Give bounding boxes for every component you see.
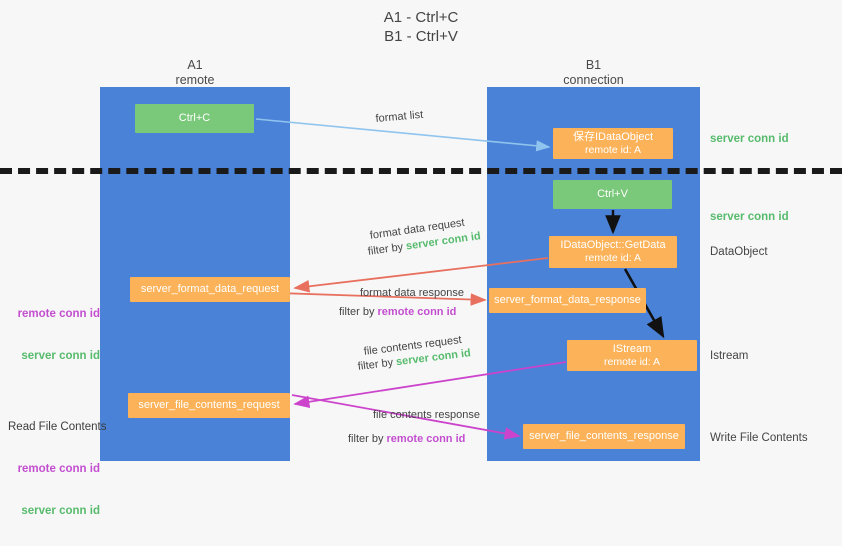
box-istream[interactable]: IStream remote id: A: [567, 340, 697, 371]
label-server-conn-id-mid: server conn id: [710, 211, 789, 223]
label-remote-conn-id-format: remote conn id: [17, 308, 100, 320]
label-write-file-contents: Write File Contents: [710, 432, 808, 444]
caption-format-data-response-filter: filter by remote conn id: [339, 305, 456, 320]
box-getdata-line1: IDataObject::GetData: [560, 239, 666, 251]
box-idataobject-getdata[interactable]: IDataObject::GetData remote id: A: [549, 236, 677, 268]
caption-filter-prefix-3: filter by: [357, 356, 397, 373]
box-server-format-data-response[interactable]: server_format_data_response: [489, 288, 646, 313]
caption-format-data-response: format data response: [360, 287, 464, 299]
label-server-conn-id-file: server conn id: [21, 505, 100, 517]
box-idataobject[interactable]: 保存IDataObject remote id: A: [553, 128, 673, 159]
box-ctrl-c[interactable]: Ctrl+C: [135, 104, 254, 133]
box-ctrl-c-label: Ctrl+C: [178, 112, 211, 124]
box-idataobject-line1: 保存IDataObject: [572, 130, 654, 143]
label-remote-conn-id-file: remote conn id: [17, 463, 100, 475]
box-server-format-data-request-label: server_format_data_request: [140, 283, 280, 295]
label-server-conn-id-format: server conn id: [21, 350, 100, 362]
box-ctrl-v-label: Ctrl+V: [597, 188, 628, 200]
caption-filter-prefix: filter by: [367, 240, 407, 258]
box-getdata-line2: remote id: A: [584, 252, 642, 264]
box-istream-line2: remote id: A: [603, 355, 661, 368]
label-left-file-conn-ids: Read File Contents remote conn id server…: [8, 392, 107, 546]
label-read-file-contents: Read File Contents: [8, 421, 107, 433]
caption-filter-prefix-2: filter by: [339, 306, 378, 318]
box-istream-line1: IStream: [612, 342, 652, 355]
box-idataobject-line2: remote id: A: [584, 143, 642, 156]
caption-filter-prefix-4: filter by: [348, 433, 387, 445]
box-server-file-contents-response[interactable]: server_file_contents_response: [523, 424, 685, 449]
box-server-file-contents-request-label: server_file_contents_request: [138, 399, 280, 411]
box-ctrl-v[interactable]: Ctrl+V: [553, 180, 672, 209]
page-title: A1 - Ctrl+C B1 - Ctrl+V: [383, 9, 459, 45]
box-server-file-contents-request[interactable]: server_file_contents_request: [128, 393, 290, 418]
box-server-format-data-response-label: server_format_data_response: [494, 294, 641, 306]
label-istream: Istream: [710, 350, 749, 362]
caption-file-contents-response-filter: filter by remote conn id: [348, 432, 465, 447]
column-header-b1: B1 connection: [563, 58, 624, 87]
diagram-canvas: A1 - Ctrl+C B1 - Ctrl+V A1 remote B1 con…: [0, 9, 842, 517]
phase-divider: [0, 168, 842, 174]
box-server-file-contents-response-label: server_file_contents_response: [529, 430, 679, 442]
caption-filter-value-remote-conn-id: remote conn id: [377, 306, 457, 318]
label-dataobject: DataObject: [710, 246, 768, 258]
label-left-format-conn-ids: remote conn id server conn id: [8, 279, 100, 391]
box-server-format-data-request[interactable]: server_format_data_request: [130, 277, 290, 302]
column-header-a1: A1 remote: [175, 58, 215, 87]
caption-file-contents-response: file contents response: [373, 409, 481, 421]
label-server-conn-id-top: server conn id: [710, 133, 789, 145]
caption-format-list: format list: [375, 108, 424, 125]
caption-filter-value-remote-conn-id-2: remote conn id: [386, 433, 466, 445]
